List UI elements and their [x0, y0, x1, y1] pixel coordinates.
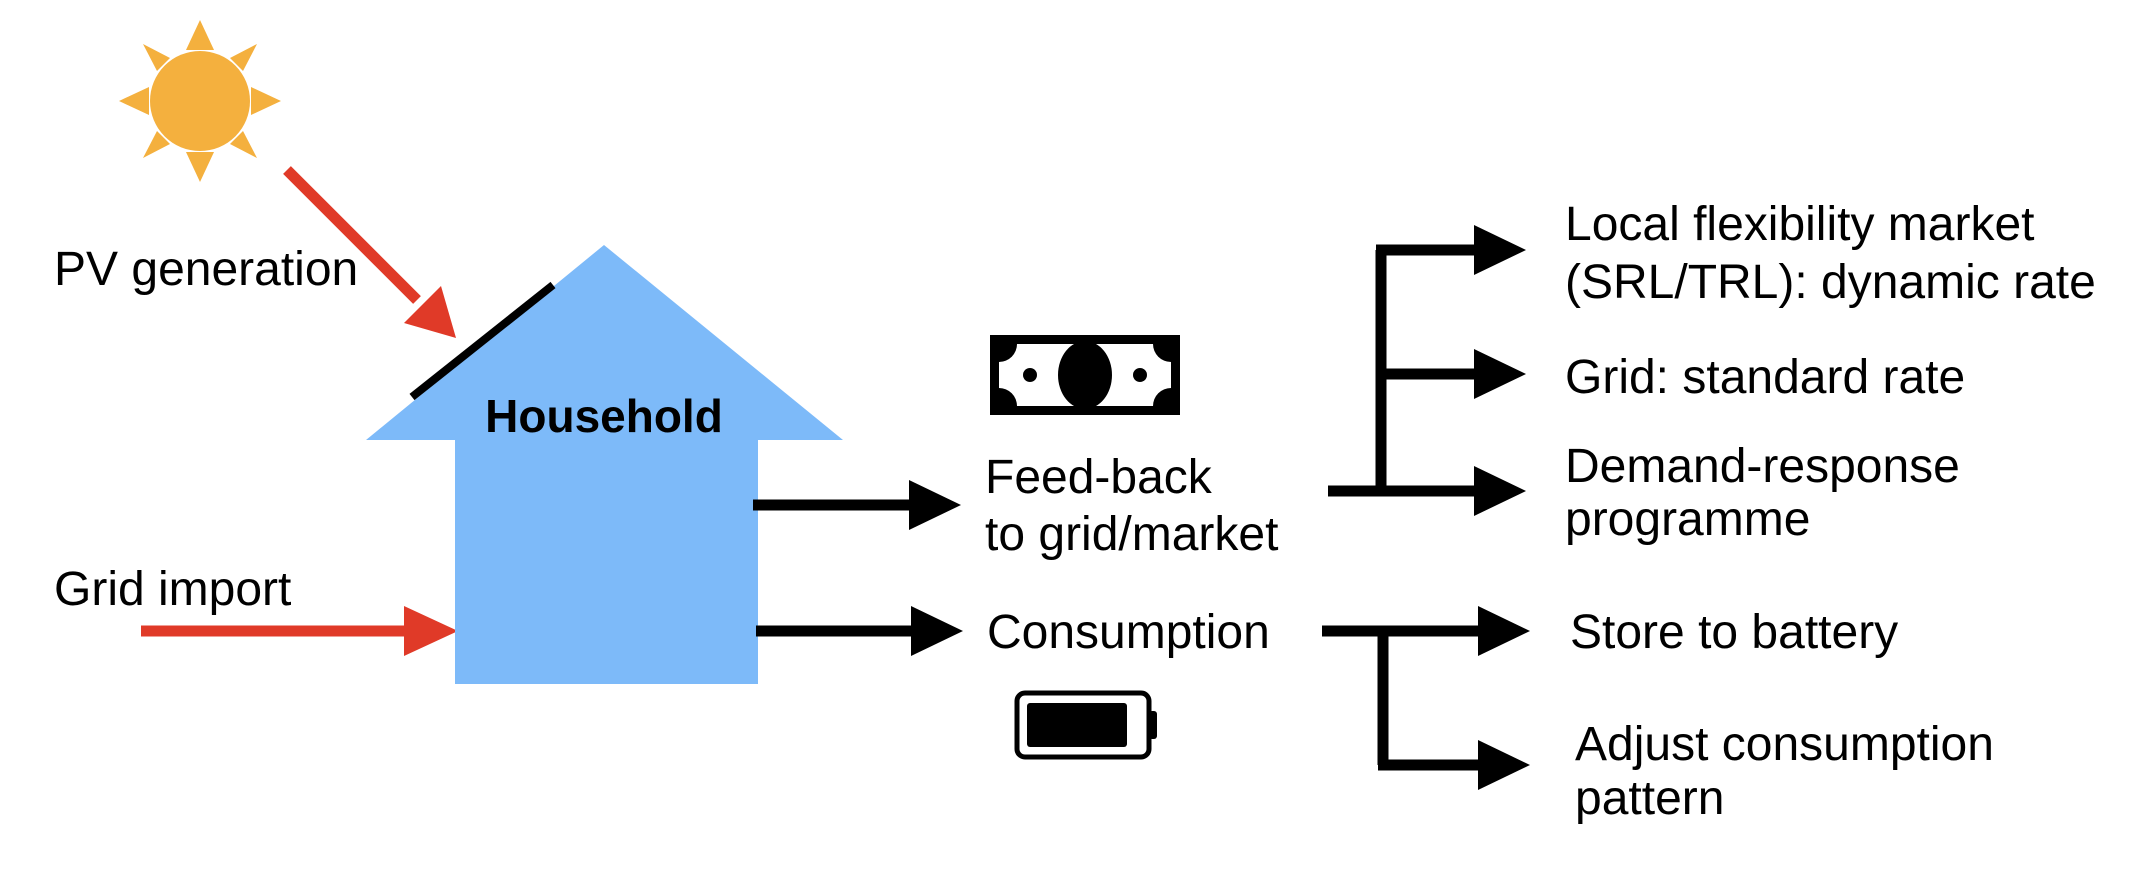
demand-response-arrow-head [1474, 466, 1526, 516]
adjust-consumption-label-line2: pattern [1575, 772, 1724, 825]
grid-import-label: Grid import [54, 563, 291, 616]
adjust-consumption-arrow-head [1478, 740, 1530, 790]
solar-panel-icon [409, 281, 556, 401]
sun-icon [119, 20, 281, 182]
local-flex-label-line2: (SRL/TRL): dynamic rate [1565, 256, 2096, 309]
household-label: Household [485, 390, 723, 442]
battery-icon [1014, 690, 1157, 760]
local-flex-arrow-head [1474, 225, 1526, 275]
demand-response-label-line2: programme [1565, 493, 1810, 546]
household-house-icon [366, 245, 843, 684]
banknote-icon [990, 335, 1180, 415]
consumption-arrow [756, 606, 963, 656]
pv-generation-arrow [283, 166, 456, 338]
consumption-branch-connector [1322, 625, 1482, 771]
pv-generation-label: PV generation [54, 243, 358, 296]
feed-back-arrow [753, 480, 961, 530]
consumption-label: Consumption [987, 606, 1270, 659]
feed-back-label-line2: to grid/market [985, 508, 1278, 561]
grid-standard-arrow-head [1474, 349, 1526, 399]
local-flex-label-line1: Local flexibility market [1565, 198, 2035, 251]
grid-import-arrow [141, 606, 458, 656]
adjust-consumption-label-line1: Adjust consumption [1575, 718, 1994, 771]
store-battery-arrow-head [1478, 606, 1530, 656]
grid-standard-label: Grid: standard rate [1565, 351, 1965, 404]
feed-back-branch-connector [1328, 244, 1480, 497]
feed-back-label-line1: Feed-back [985, 451, 1213, 504]
demand-response-label-line1: Demand-response [1565, 440, 1960, 493]
store-battery-label: Store to battery [1570, 606, 1898, 659]
